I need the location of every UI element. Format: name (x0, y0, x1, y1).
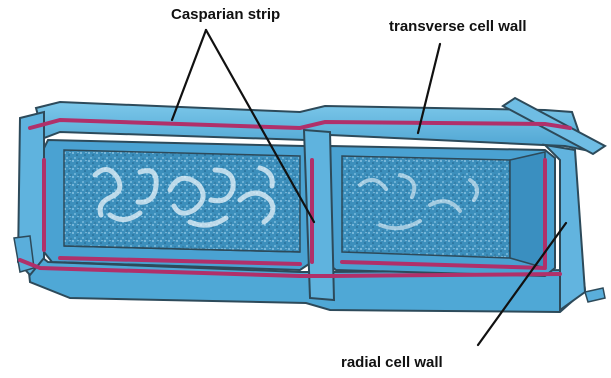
casparian-strip-label: Casparian strip (171, 6, 280, 24)
right-cell (326, 146, 555, 276)
radial-cell-wall-label: radial cell wall (341, 354, 443, 372)
transverse-cell-wall-label: transverse cell wall (389, 18, 527, 36)
left-end-wall (14, 112, 44, 275)
left-cell (44, 140, 312, 270)
